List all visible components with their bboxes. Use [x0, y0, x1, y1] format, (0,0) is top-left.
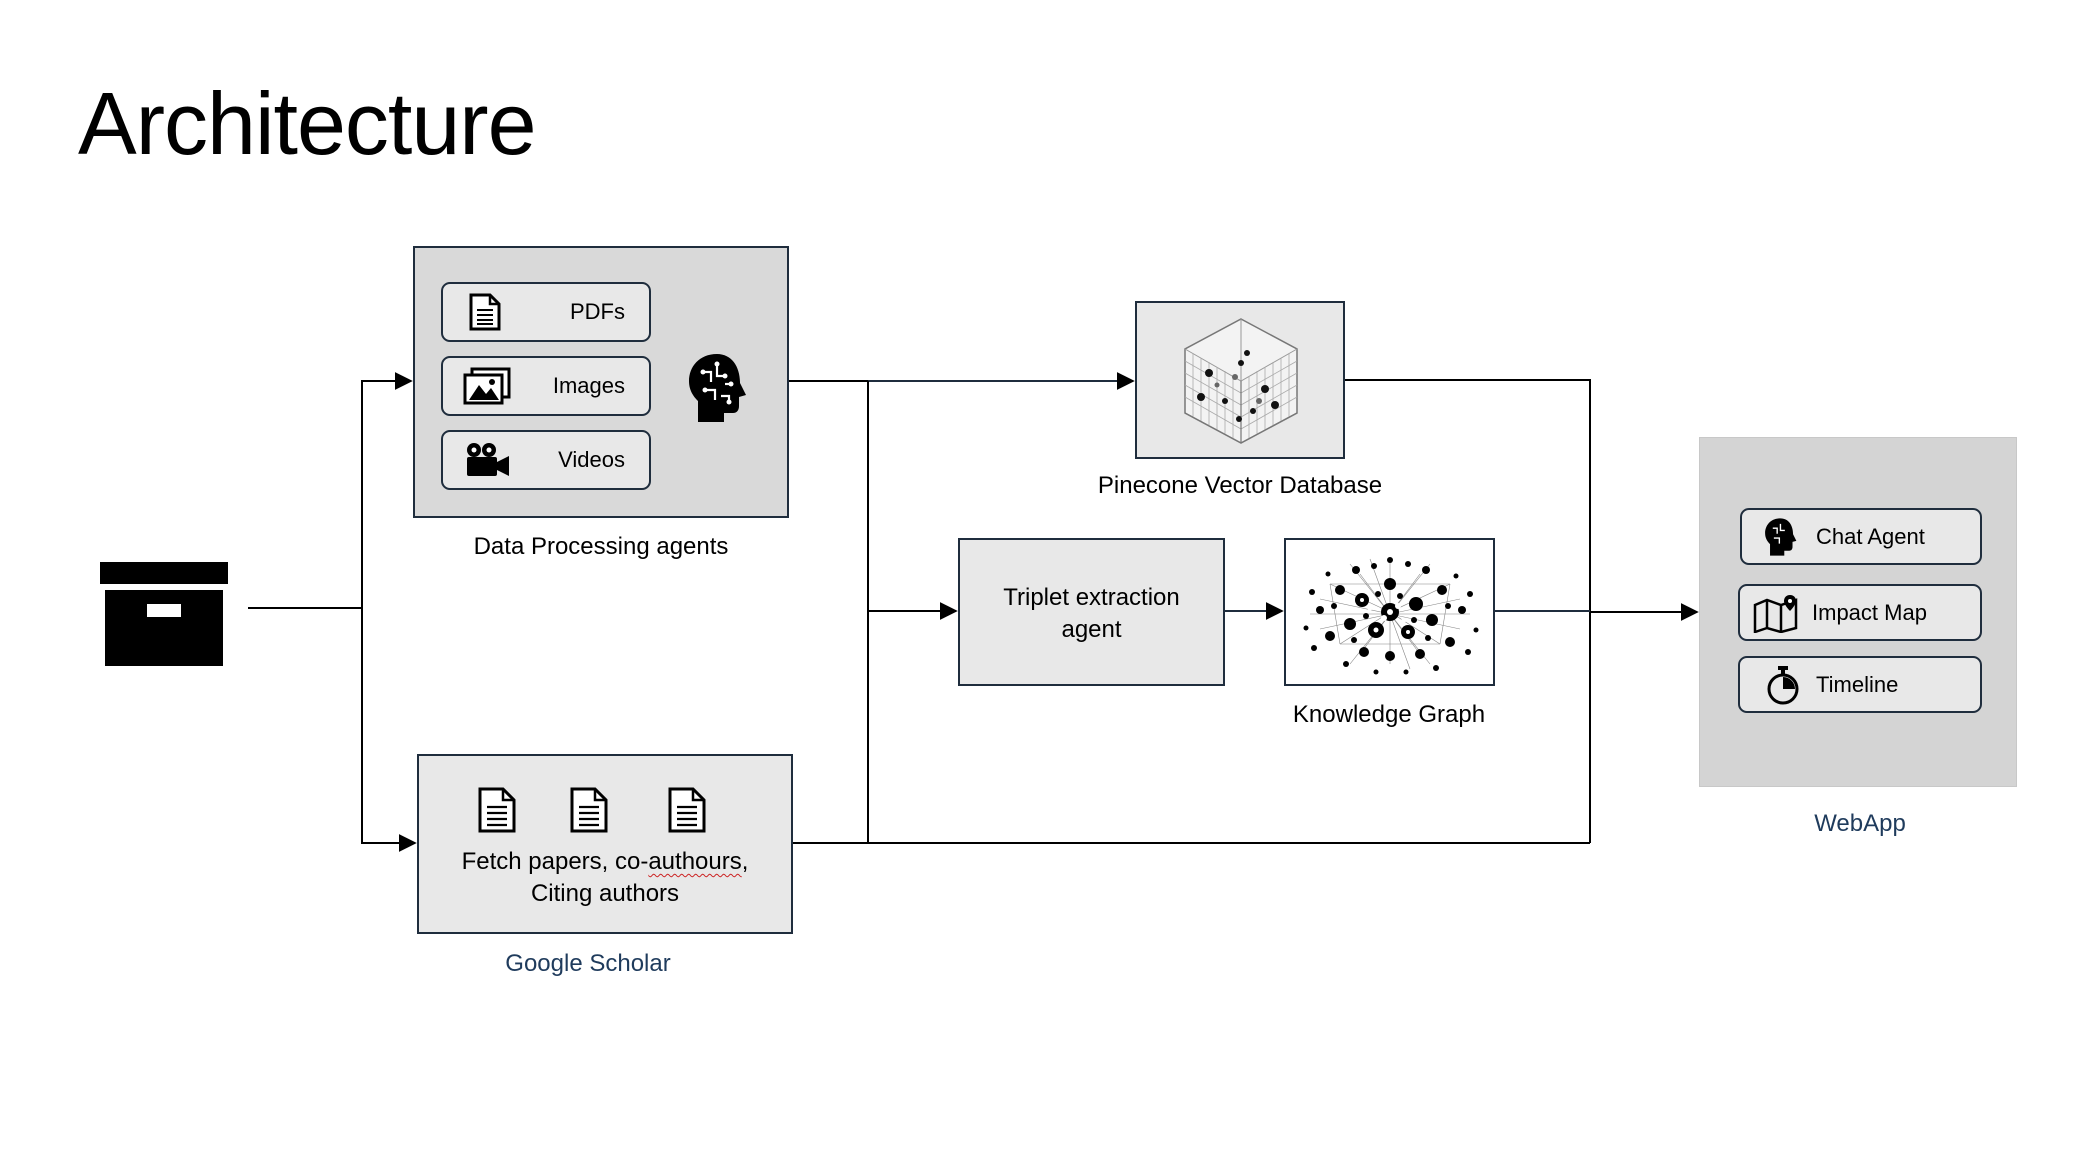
impact-map-item[interactable]: Impact Map [1738, 584, 1982, 641]
google-scholar-line1: Fetch papers, co-authours, [419, 846, 791, 878]
webapp-panel: Chat Agent Impact Map Timeline [1699, 437, 2017, 787]
chat-agent-label: Chat Agent [1816, 523, 1925, 549]
network-graph-icon [1290, 544, 1489, 680]
vector-db-panel [1135, 301, 1345, 459]
data-processing-panel: PDFs Images Videos [413, 246, 789, 518]
misspelled-word: authours [648, 848, 742, 875]
knowledge-graph-panel [1284, 538, 1495, 686]
images-label: Images [552, 373, 625, 398]
archive-box-icon [100, 562, 228, 666]
page-title: Architecture [78, 74, 537, 173]
webapp-caption: WebApp [1814, 810, 1906, 837]
triplet-extraction-label: Triplet extraction agent [960, 582, 1223, 647]
arrow-to-data-processing [361, 372, 413, 608]
document-icon [478, 787, 516, 833]
stopwatch-icon [1767, 665, 1799, 704]
ai-head-icon [689, 354, 746, 422]
pdfs-label: PDFs [570, 299, 625, 324]
triplet-line2: agent [1061, 616, 1122, 644]
timeline-label: Timeline [1816, 671, 1899, 697]
document-icon [570, 787, 608, 833]
triplet-extraction-panel: Triplet extraction agent [958, 538, 1225, 686]
document-icon [469, 293, 501, 331]
impact-map-label: Impact Map [1812, 599, 1927, 625]
triplet-line1: Triplet extraction [1003, 584, 1180, 611]
google-scholar-panel: Fetch papers, co-authours, Citing author… [417, 754, 793, 934]
videos-item: Videos [441, 430, 651, 490]
google-scholar-caption: Google Scholar [505, 950, 671, 977]
images-icon [463, 367, 511, 405]
timeline-item[interactable]: Timeline [1738, 656, 1982, 713]
vector-db-caption: Pinecone Vector Database [1097, 472, 1383, 499]
line1-suffix: , [741, 848, 749, 875]
chat-agent-item[interactable]: Chat Agent [1740, 508, 1982, 565]
line1-prefix: Fetch papers, co- [461, 848, 649, 875]
images-item: Images [441, 356, 651, 416]
videos-label: Videos [558, 447, 625, 472]
data-processing-caption: Data Processing agents [473, 533, 729, 560]
video-camera-icon [467, 443, 509, 476]
google-scholar-line2: Citing authors [530, 880, 680, 908]
pdfs-item: PDFs [441, 282, 651, 342]
ai-head-icon [1765, 517, 1797, 556]
arrow-to-google-scholar [361, 608, 417, 852]
document-icon [668, 787, 706, 833]
vector-cube-icon [1184, 318, 1298, 444]
knowledge-graph-caption: Knowledge Graph [1292, 701, 1486, 728]
google-scholar-description: Fetch papers, co-authours, Citing author… [419, 846, 791, 911]
vertical-bus-right [1345, 379, 1591, 843]
map-icon [1753, 594, 1798, 633]
